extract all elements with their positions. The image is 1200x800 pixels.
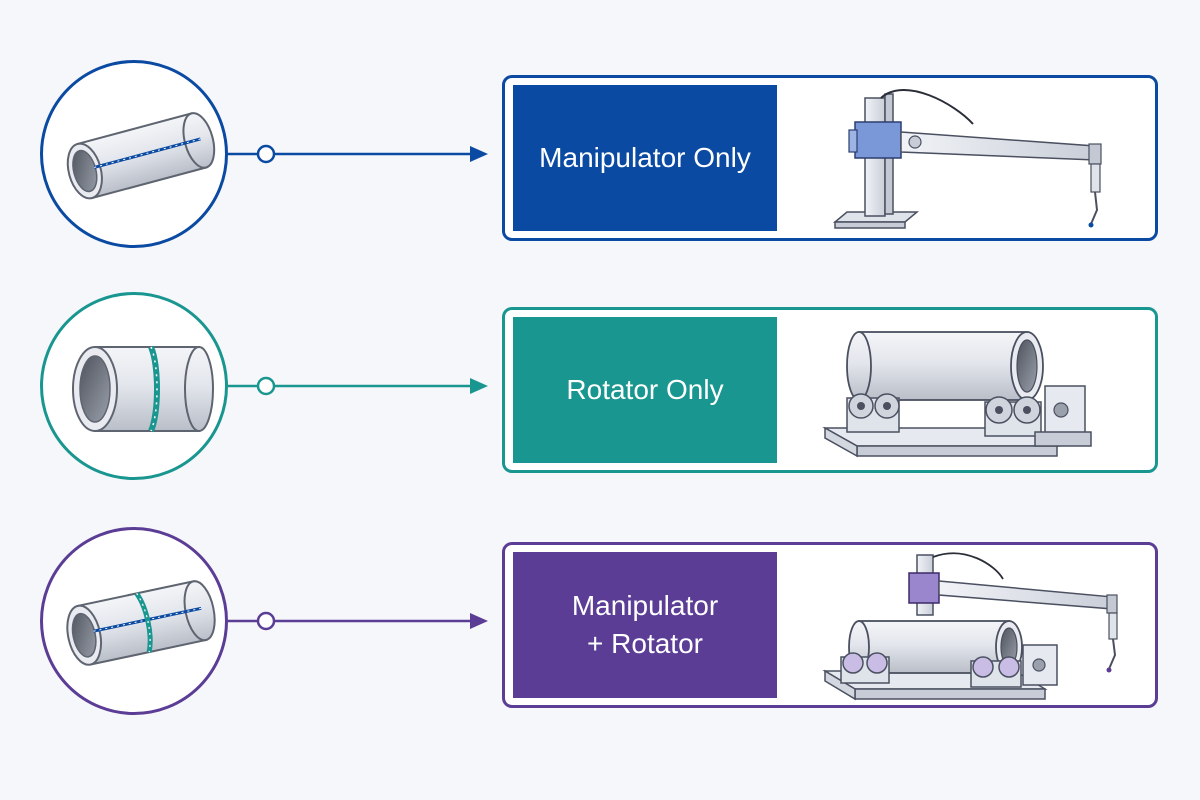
circumferential-weld-pipe-icon xyxy=(40,292,228,480)
combined-weld-pipe-icon xyxy=(40,527,228,715)
option-row-manipulator-plus-rotator: Manipulator + Rotator xyxy=(0,525,1200,725)
option-label-text: Rotator Only xyxy=(566,374,724,406)
manipulator-with-rotator-icon xyxy=(822,552,1118,701)
option-label: Manipulator Only xyxy=(513,85,777,231)
longitudinal-weld-pipe-icon xyxy=(40,60,228,248)
option-row-manipulator-only: Manipulator Only xyxy=(0,58,1200,258)
option-card-manipulator-only[interactable]: Manipulator Only xyxy=(502,75,1158,241)
option-card-rotator-only[interactable]: Rotator Only xyxy=(502,307,1158,473)
connector-arrow xyxy=(228,376,488,396)
option-label-text-line-1: Manipulator xyxy=(571,590,719,622)
connector-arrow xyxy=(228,611,488,631)
option-label-text-line-2: + Rotator xyxy=(587,628,703,659)
column-and-boom-manipulator-icon xyxy=(832,88,1102,229)
option-label-text: Manipulator Only xyxy=(539,142,751,174)
option-row-rotator-only: Rotator Only xyxy=(0,290,1200,490)
option-card-manipulator-plus-rotator[interactable]: Manipulator + Rotator xyxy=(502,542,1158,708)
option-label: Manipulator + Rotator xyxy=(513,552,777,698)
option-label: Rotator Only xyxy=(513,317,777,463)
connector-arrow xyxy=(228,144,488,164)
pipe-rotator-icon xyxy=(822,331,1092,458)
